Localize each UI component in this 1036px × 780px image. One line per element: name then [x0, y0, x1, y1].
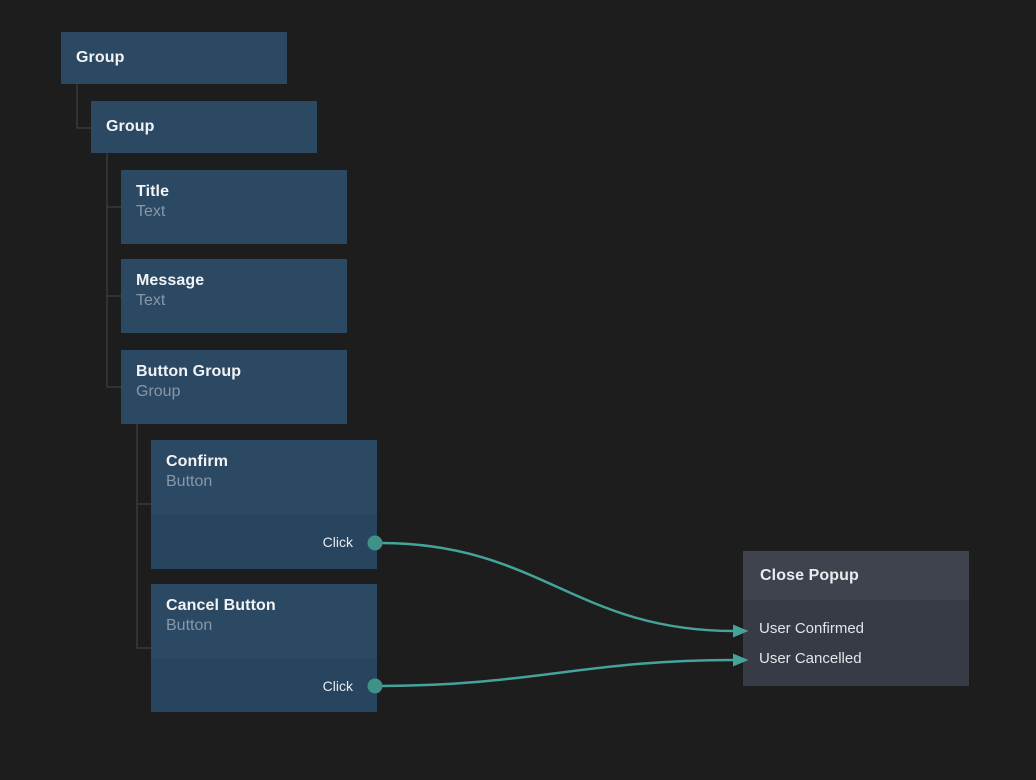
- connection-cancel-click-to-user-cancelled[interactable]: [378, 658, 736, 688]
- input-port-user-cancelled[interactable]: User Cancelled: [759, 650, 862, 667]
- node-title: Button Group: [136, 363, 242, 380]
- node-title-text[interactable]: Title Text: [121, 170, 347, 244]
- node-close-popup[interactable]: Close Popup User Confirmed User Cancelle…: [743, 551, 969, 686]
- node-type-label: Button: [166, 617, 213, 634]
- output-port-label-click: Click: [322, 534, 353, 550]
- node-title: Message: [136, 272, 205, 289]
- node-confirm-button[interactable]: Confirm Button Click: [151, 440, 377, 569]
- tree-connector-line: [136, 424, 151, 649]
- output-port-row: Click: [151, 515, 377, 569]
- node-group-root[interactable]: Group: [61, 32, 287, 84]
- tree-connector-line: [106, 153, 121, 388]
- node-title: Cancel Button: [166, 597, 276, 614]
- tree-connector-line: [76, 84, 91, 129]
- node-title: Group: [106, 118, 155, 135]
- input-port-user-confirmed[interactable]: User Confirmed: [759, 620, 865, 637]
- node-title: Group: [76, 49, 125, 66]
- output-port-row: Click: [151, 659, 377, 712]
- node-message-text[interactable]: Message Text: [121, 259, 347, 333]
- node-header: Close Popup: [743, 551, 969, 600]
- node-header: Confirm Button: [151, 440, 377, 515]
- node-button-group[interactable]: Button Group Group: [121, 350, 347, 424]
- node-header: Cancel Button Button: [151, 584, 377, 659]
- node-type-label: Text: [136, 292, 166, 309]
- output-port-label-click: Click: [322, 677, 353, 694]
- node-title: Confirm: [166, 453, 229, 470]
- node-body: User Confirmed User Cancelled: [743, 600, 969, 674]
- node-group-child[interactable]: Group: [91, 101, 317, 153]
- node-title: Title: [136, 183, 170, 200]
- node-type-label: Group: [136, 383, 181, 400]
- connection-confirm-click-to-user-confirmed[interactable]: [378, 541, 736, 633]
- node-type-label: Button: [166, 473, 213, 490]
- node-type-label: Text: [136, 203, 166, 220]
- node-title: Close Popup: [760, 566, 859, 584]
- node-cancel-button[interactable]: Cancel Button Button Click: [151, 584, 377, 712]
